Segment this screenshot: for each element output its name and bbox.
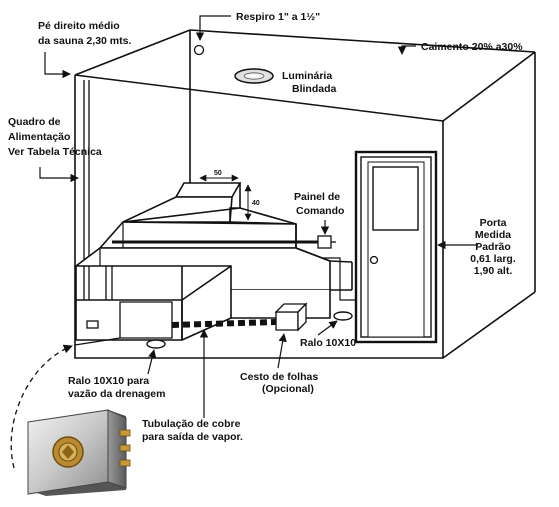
luminaria-lamp-icon [234,68,274,84]
drain-icon [333,311,353,321]
dimension-50-label: 50 [214,170,222,177]
cesto-label: (Opcional) [262,383,314,395]
electrical-conduit [83,80,113,300]
ralo-left-label: vazão da drenagem [68,388,165,400]
quadro-label: Quadro de [8,116,61,128]
tubulacao-label: Tubulação de cobre [142,418,241,430]
cesto-label: Cesto de folhas [240,371,318,383]
porta-label: Porta [480,217,507,229]
door [354,150,438,344]
ralo-left-label: Ralo 10X10 para [68,375,149,387]
porta-label: Padrão [475,241,511,253]
respiro-label: Respiro 1" a 1½" [236,11,320,23]
painel-label: Comando [296,205,344,217]
luminaria-label: Luminária [282,70,332,82]
step-edges [99,222,124,266]
control-panel-box [317,235,332,249]
connection-arrow [10,344,73,469]
vent-icon [193,44,205,56]
pe-direito-label: da sauna 2,30 mts. [38,35,131,47]
luminaria-label: Blindada [292,83,336,95]
pe-direito-label: Pé direito médio [38,20,120,32]
porta-label: Medida [475,229,511,241]
steam-generator-unit [27,409,131,496]
cesto-de-folhas-box [274,302,308,332]
room-outline [74,29,536,359]
quadro-label: Ver Tabela Técnica [8,146,102,158]
dimension-40-label: 40 [252,200,260,207]
caimento-label: Caimento 20% a30% [421,41,523,53]
drain-icon [146,339,166,349]
porta-label: 1,90 alt. [474,265,513,277]
steam-pipe [171,319,277,328]
painel-label: Painel de [294,191,340,203]
dimension-lines [199,174,252,221]
tubulacao-label: para saída de vapor. [142,431,243,443]
ralo-right-label: Ralo 10X10 [300,337,356,349]
porta-label: 0,61 larg. [470,253,516,265]
leader-lines [39,15,478,418]
generator-logo-icon [52,436,84,468]
internal-heater-box [74,301,173,346]
quadro-label: Alimentação [8,131,70,143]
